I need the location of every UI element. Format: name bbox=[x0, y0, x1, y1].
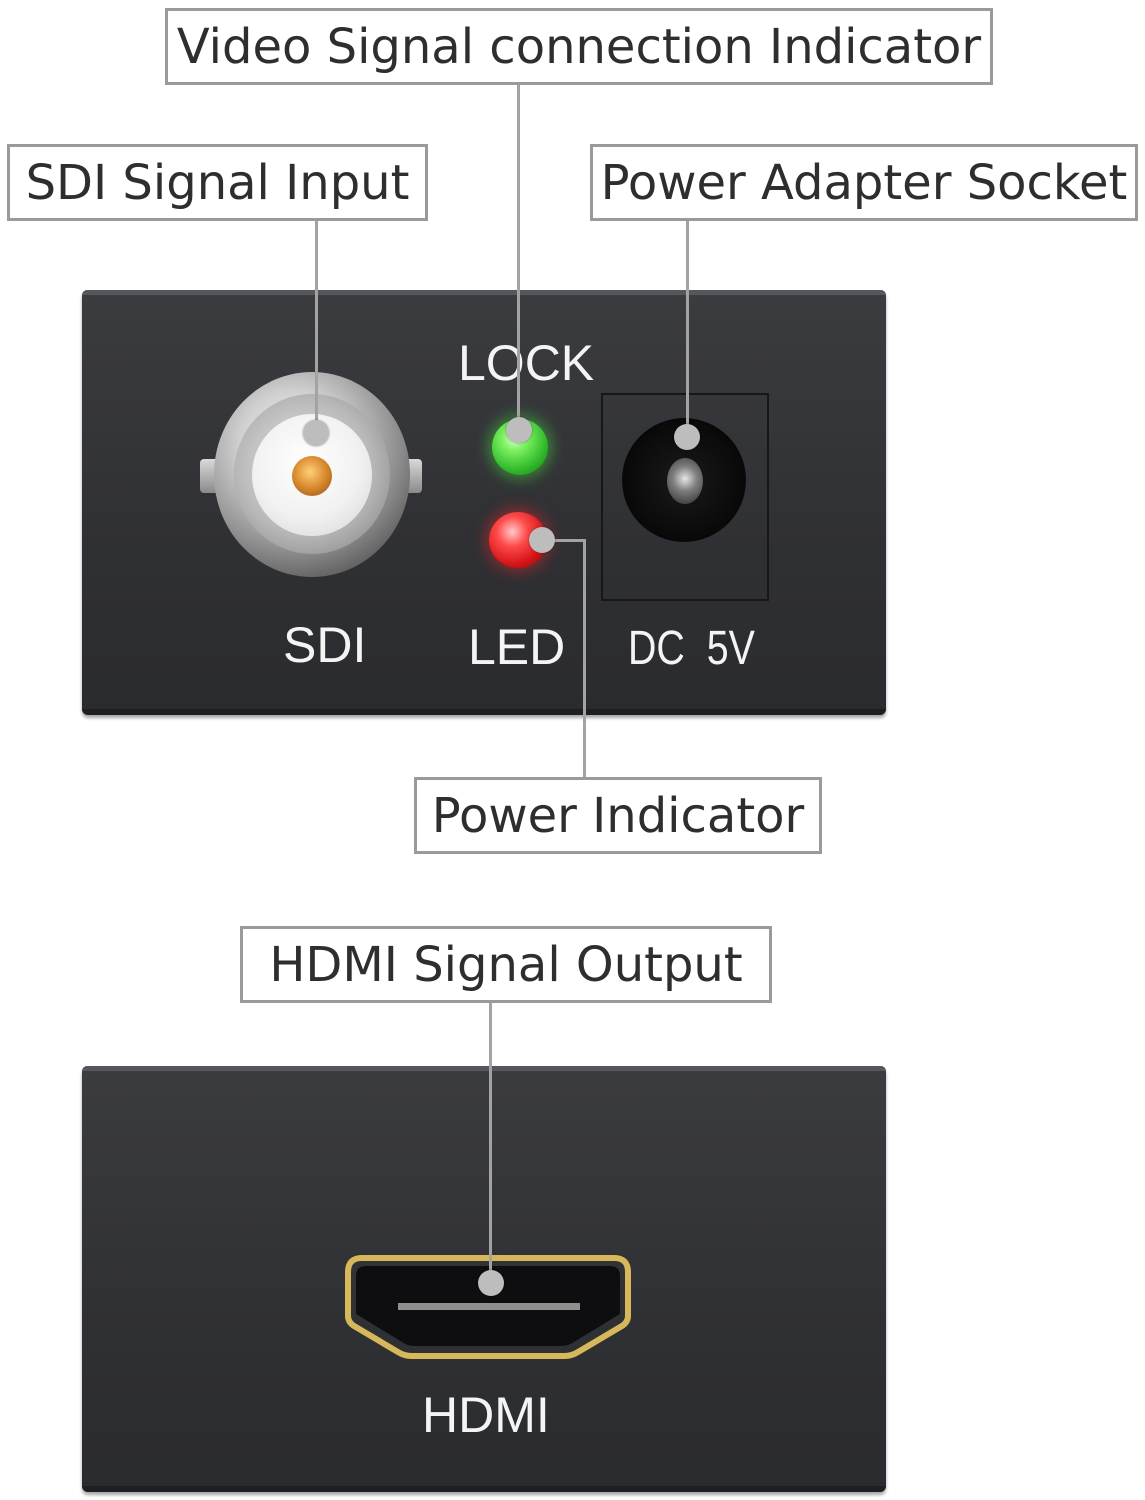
leader-power-indicator-v bbox=[583, 539, 586, 778]
hdmi-side-panel bbox=[82, 1066, 886, 1492]
bnc-center-pin bbox=[292, 456, 332, 496]
panel-top-edge bbox=[82, 1066, 886, 1071]
leader-power-adapter-socket bbox=[686, 220, 689, 436]
dc-socket-frame bbox=[601, 393, 769, 601]
sdi-side-panel bbox=[82, 290, 886, 715]
lock-led-marker-dot bbox=[506, 417, 532, 443]
hdmi-label: HDMI bbox=[422, 1387, 550, 1443]
panel-bottom-edge bbox=[82, 709, 886, 715]
leader-sdi-input bbox=[315, 220, 318, 432]
hdmi-port-marker-dot bbox=[478, 1270, 504, 1296]
sdi-input-marker-dot bbox=[303, 420, 329, 446]
dc-5v-label: DC 5V bbox=[628, 622, 755, 675]
dc-socket-marker-dot bbox=[674, 424, 700, 450]
hdmi-port-gold-shell bbox=[345, 1255, 631, 1359]
lock-label: LOCK bbox=[458, 335, 595, 391]
power-led-marker-dot bbox=[529, 527, 555, 553]
leader-video-signal-indicator bbox=[517, 84, 520, 430]
led-label: LED bbox=[468, 619, 566, 675]
dc-socket-pin bbox=[667, 458, 703, 504]
hdmi-contact-strip bbox=[398, 1303, 580, 1310]
leader-power-indicator-h bbox=[541, 539, 586, 542]
callout-hdmi-signal-output: HDMI Signal Output bbox=[240, 926, 772, 1003]
sdi-label: SDI bbox=[283, 617, 367, 673]
callout-power-adapter-socket: Power Adapter Socket bbox=[590, 144, 1138, 221]
callout-sdi-signal-input: SDI Signal Input bbox=[7, 144, 428, 221]
leader-hdmi-output bbox=[489, 1002, 492, 1282]
panel-bottom-edge bbox=[82, 1486, 886, 1492]
callout-power-indicator: Power Indicator bbox=[414, 777, 822, 854]
panel-top-edge bbox=[82, 290, 886, 295]
callout-video-signal-indicator: Video Signal connection Indicator bbox=[165, 8, 993, 85]
